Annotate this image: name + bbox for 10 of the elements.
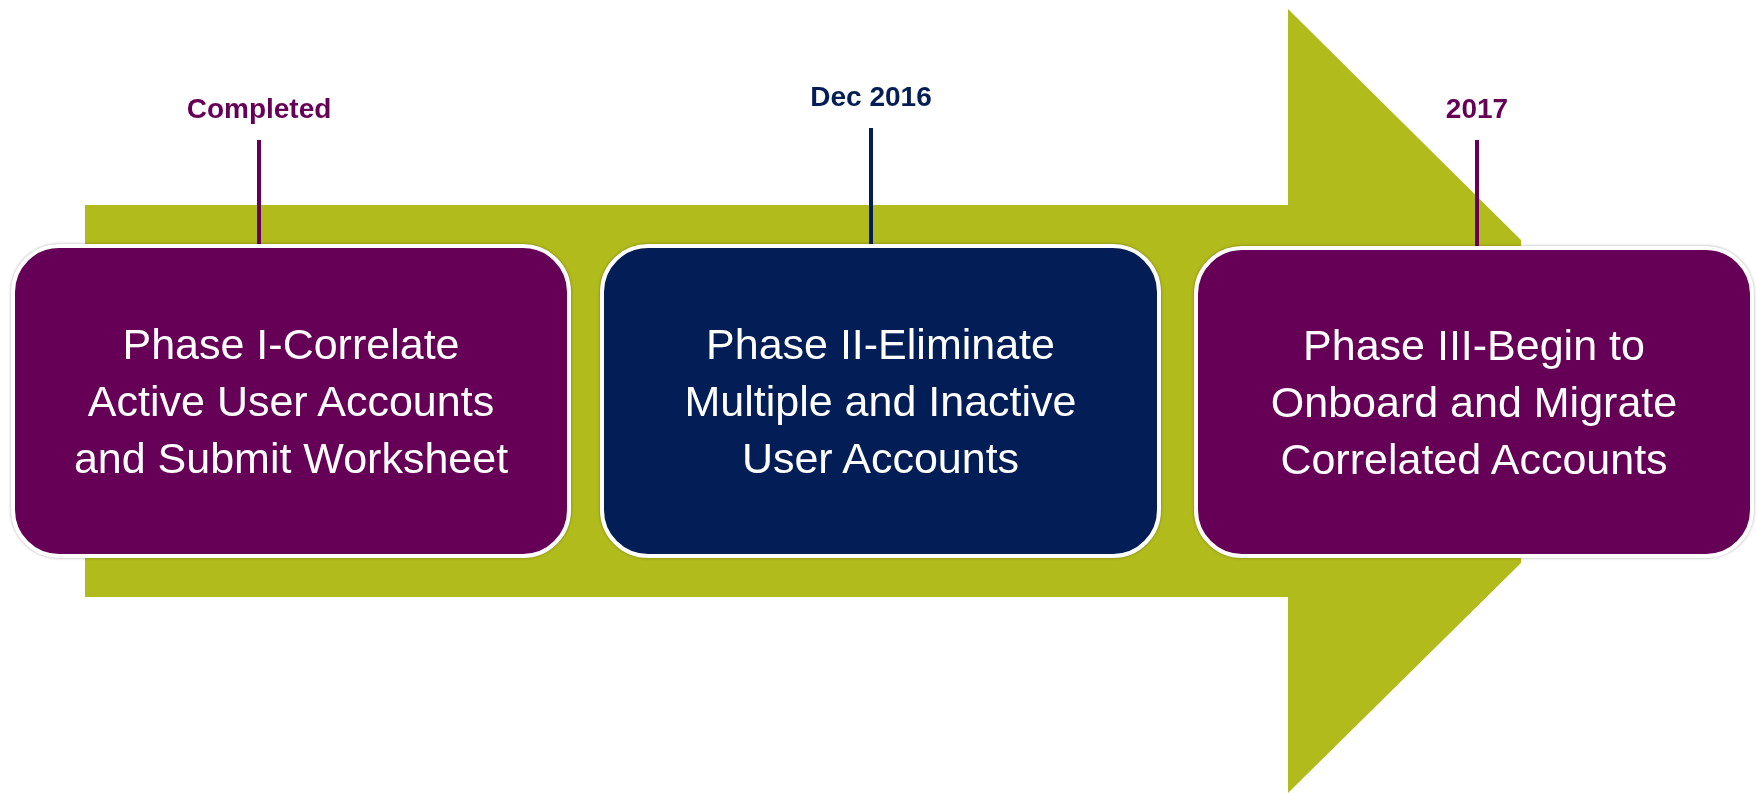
tick-line bbox=[257, 140, 261, 245]
phase-box bbox=[600, 244, 1161, 558]
phase-text: Phase I-Correlate Active User Accounts and Submit Worksheet bbox=[72, 318, 510, 484]
date-label: Dec 2016 bbox=[810, 80, 932, 114]
date-label: Completed bbox=[186, 92, 332, 126]
phase-text: Phase III-Begin to Onboard and Migrate Correlated Accounts bbox=[1269, 319, 1679, 485]
tick-line bbox=[1475, 140, 1479, 247]
phase-text: Phase II-Eliminate Multiple and Inactive User Accounts bbox=[683, 318, 1078, 484]
tick-line bbox=[869, 128, 873, 245]
date-label: 2017 bbox=[1445, 92, 1509, 126]
